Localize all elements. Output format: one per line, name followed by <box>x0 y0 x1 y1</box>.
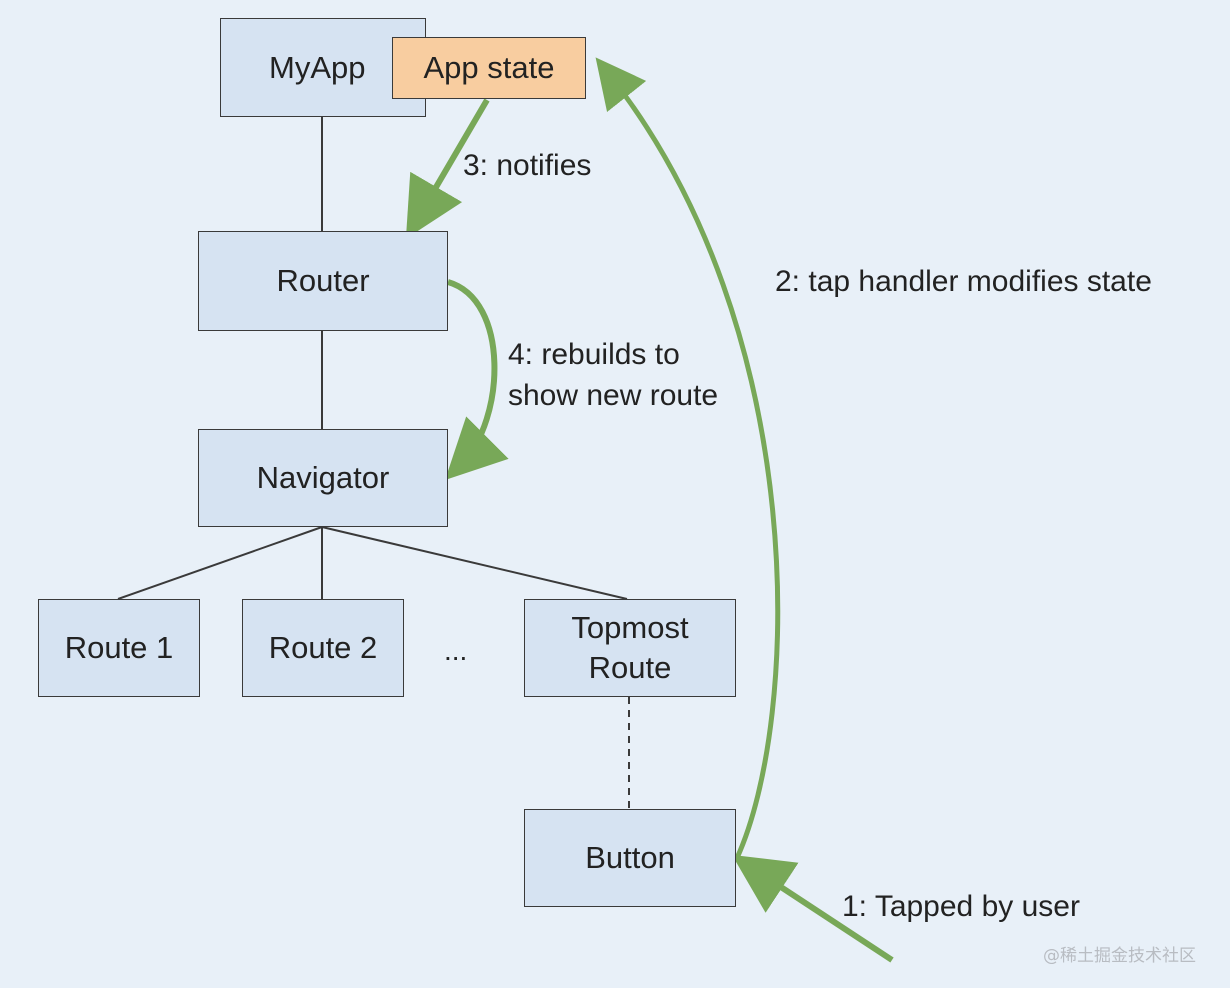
node-myapp: MyApp <box>220 18 426 117</box>
edge-navigator-topmost-route <box>321 526 628 600</box>
arrow-step1-user-to-button <box>731 854 894 963</box>
node-navigator-label: Navigator <box>256 460 390 495</box>
arrow-step2-button-to-app-state <box>595 57 781 860</box>
node-button: Button <box>524 809 736 907</box>
node-myapp-label: MyApp <box>269 49 366 85</box>
watermark: @稀土掘金技术社区 <box>1043 946 1196 966</box>
node-navigator: Navigator <box>198 429 448 527</box>
annotation-step3: 3: notifies <box>463 149 592 182</box>
arrow-step3-app-state-to-router <box>405 98 490 239</box>
node-app-state: App state <box>392 37 586 99</box>
node-route-2: Route 2 <box>242 599 404 697</box>
node-topmost-route-label: Topmost Route <box>571 610 689 685</box>
node-route-2-label: Route 2 <box>268 630 378 665</box>
annotation-step4: 4: rebuilds to show new route <box>508 338 719 412</box>
route-ellipsis: ... <box>444 635 468 666</box>
node-route-1: Route 1 <box>38 599 200 697</box>
edge-navigator-route1 <box>117 526 323 600</box>
node-app-state-label: App state <box>423 50 555 85</box>
node-router: Router <box>198 231 448 331</box>
node-route-1-label: Route 1 <box>64 630 174 665</box>
annotation-step2: 2: tap handler modifies state <box>775 265 1152 298</box>
arrow-step4-router-to-navigator <box>445 279 509 480</box>
node-topmost-route: Topmost Route <box>524 599 736 697</box>
node-button-label: Button <box>585 840 675 875</box>
node-router-label: Router <box>276 263 370 298</box>
annotation-step1: 1: Tapped by user <box>842 890 1080 923</box>
